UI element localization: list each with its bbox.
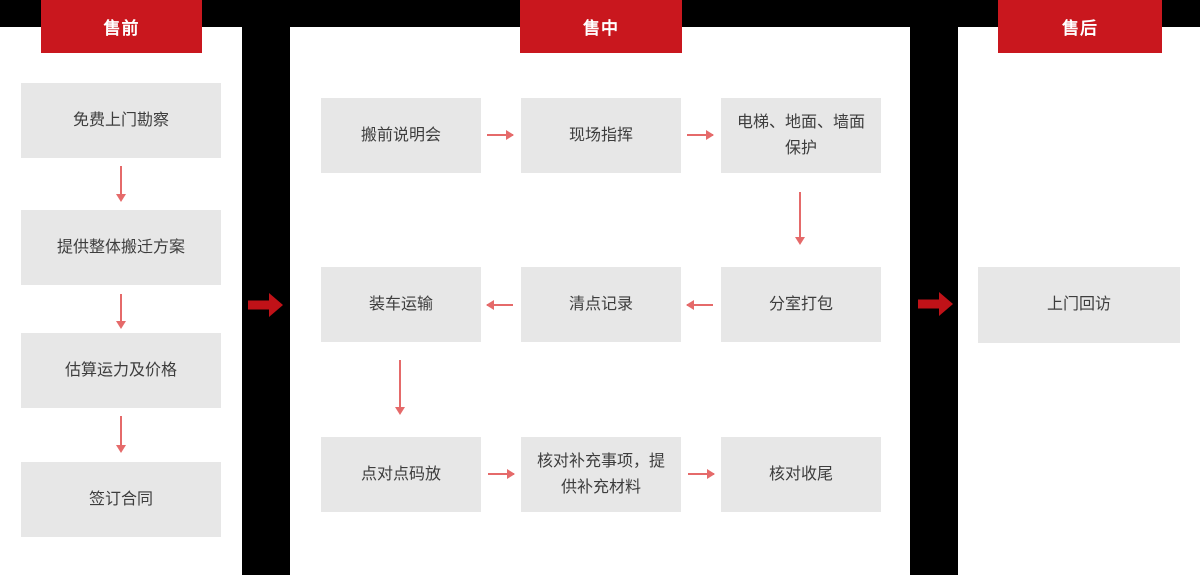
flow-arrow-right-icon xyxy=(918,291,953,317)
phase-badge-aftersale: 售后 xyxy=(998,0,1162,53)
down-arrow-icon xyxy=(116,416,126,453)
down-arrow-icon xyxy=(795,192,805,245)
step-box-final-check: 核对收尾 xyxy=(721,437,881,512)
right-arrow-icon xyxy=(487,130,514,140)
down-arrow-icon xyxy=(116,166,126,202)
step-box-sign-contract: 签订合同 xyxy=(21,462,221,537)
step-box-follow-up-visit: 上门回访 xyxy=(978,267,1180,343)
flow-arrow-right-icon xyxy=(248,292,283,318)
step-box-check-supplement: 核对补充事项，提供补充材料 xyxy=(521,437,681,512)
step-box-point-to-point-placement: 点对点码放 xyxy=(321,437,481,512)
down-arrow-icon xyxy=(395,360,405,415)
down-arrow-icon xyxy=(116,294,126,329)
step-box-loading-transport: 装车运输 xyxy=(321,267,481,342)
step-box-estimate-price: 估算运力及价格 xyxy=(21,333,221,408)
step-box-overall-plan: 提供整体搬迁方案 xyxy=(21,210,221,285)
step-box-inventory-record: 清点记录 xyxy=(521,267,681,342)
step-box-onsite-command: 现场指挥 xyxy=(521,98,681,173)
step-box-surface-protection: 电梯、地面、墙面保护 xyxy=(721,98,881,173)
phase-badge-midsale: 售中 xyxy=(520,0,682,53)
step-box-free-survey: 免费上门勘察 xyxy=(21,83,221,158)
left-arrow-icon xyxy=(686,300,713,310)
step-box-room-packing: 分室打包 xyxy=(721,267,881,342)
right-arrow-icon xyxy=(687,130,714,140)
step-box-pre-move-briefing: 搬前说明会 xyxy=(321,98,481,173)
right-arrow-icon xyxy=(488,469,515,479)
phase-badge-presale: 售前 xyxy=(41,0,202,53)
right-arrow-icon xyxy=(688,469,715,479)
left-arrow-icon xyxy=(486,300,513,310)
